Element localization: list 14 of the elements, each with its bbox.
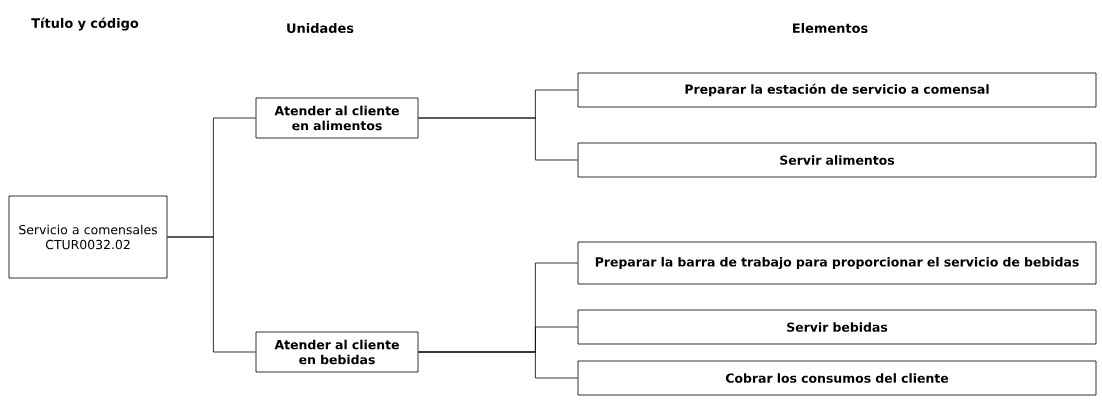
element-box: Servir bebidas xyxy=(577,309,1097,345)
column-heading: Unidades xyxy=(287,23,354,33)
connector xyxy=(418,351,578,379)
element-box: Preparar la estación de servicio a comensal xyxy=(577,72,1097,108)
element-box: Servir alimentos xyxy=(577,142,1097,178)
column-heading: Elementos xyxy=(793,23,868,33)
element-box: Preparar la barra de trabajo para proporcionar el servicio de bebidas xyxy=(577,241,1097,285)
unit-box: Atender al cliente en bebidas xyxy=(255,331,419,373)
unit-box: Atender al cliente en alimentos xyxy=(255,97,419,139)
connector xyxy=(418,117,578,161)
title-box: Servicio a comensales CTUR0032.02 xyxy=(8,195,168,279)
element-box: Cobrar los consumos del cliente xyxy=(577,360,1097,396)
column-heading: Título y código xyxy=(31,17,139,31)
connector xyxy=(167,236,256,353)
